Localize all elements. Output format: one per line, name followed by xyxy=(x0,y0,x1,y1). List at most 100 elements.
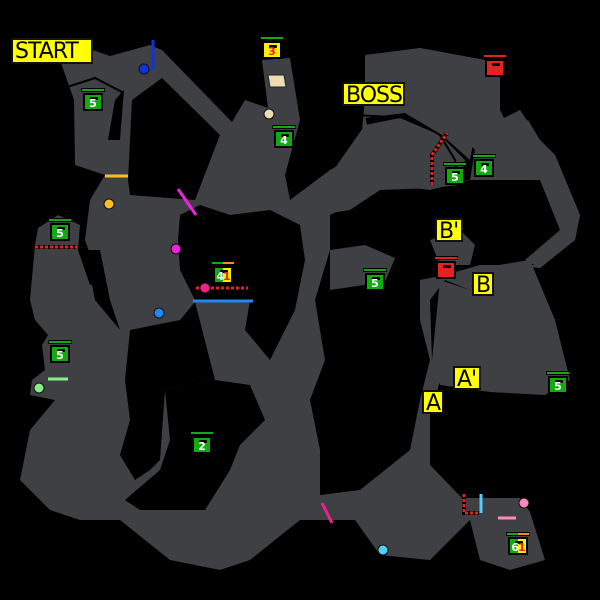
chest-lid xyxy=(434,256,458,260)
chest-lock xyxy=(372,277,380,280)
chest-body: 4 xyxy=(274,130,294,148)
chest-lid xyxy=(272,125,296,129)
chest-body: 41 xyxy=(213,266,233,284)
chest-lid xyxy=(483,54,507,58)
chest-lid xyxy=(260,36,284,40)
orb-pink-switch-icon[interactable] xyxy=(199,282,211,294)
chest-body: 5 xyxy=(445,167,465,185)
orbs xyxy=(33,63,530,556)
chest-lock xyxy=(57,227,65,230)
chest-count: 5 xyxy=(554,380,562,393)
chest-east-4-chest-icon[interactable]: 4 xyxy=(472,154,496,178)
chest-east-5b-chest-icon[interactable]: 5 xyxy=(546,371,570,395)
chest-lock xyxy=(492,63,500,66)
orb-magenta-switch-icon[interactable] xyxy=(170,243,182,255)
orb-yellow-switch-icon[interactable] xyxy=(103,198,115,210)
hazards xyxy=(35,131,479,515)
chest-north-3-chest-icon[interactable]: 3 xyxy=(260,36,284,60)
chest-lock xyxy=(90,97,98,100)
chest-lid xyxy=(443,162,467,166)
chest-west-5a-chest-icon[interactable]: 5 xyxy=(48,218,72,242)
chest-lid xyxy=(48,218,72,222)
label-a-prime: A' xyxy=(453,366,481,391)
orb-lightpink-switch-icon[interactable] xyxy=(518,497,530,509)
chest-count: 4 xyxy=(280,134,288,147)
floor-east-wing xyxy=(500,110,580,268)
orb-cream-switch-icon[interactable] xyxy=(263,108,275,120)
chest-lid xyxy=(190,431,214,435)
chest-lock xyxy=(481,163,489,166)
chest-body xyxy=(485,59,505,77)
chest-body: 5 xyxy=(50,345,70,363)
chest-count: 5 xyxy=(89,97,97,110)
label-boss: BOSS xyxy=(342,82,405,107)
chest-count: 4 xyxy=(480,163,488,176)
chest-count: 41 xyxy=(216,270,230,283)
chest-count: 5 xyxy=(451,171,459,184)
chest-lock xyxy=(443,265,451,268)
chest-count: 5 xyxy=(56,227,64,240)
wall-east-gap xyxy=(430,390,570,495)
chest-lock xyxy=(555,380,563,383)
label-a: A xyxy=(422,390,444,415)
chest-start-5-chest-icon[interactable]: 5 xyxy=(81,88,105,112)
wall-line-start xyxy=(57,76,124,136)
wall-west-gap xyxy=(85,250,120,330)
label-b-prime: B' xyxy=(435,218,463,243)
chest-lock xyxy=(281,134,289,137)
chest-lock xyxy=(515,541,523,544)
chest-count: 3 xyxy=(268,45,276,58)
chest-lid xyxy=(48,340,72,344)
orb-blue-switch-icon[interactable] xyxy=(138,63,150,75)
chest-body: 4 xyxy=(474,159,494,177)
barrier-pink xyxy=(320,502,334,524)
chest-b-red-chest-icon[interactable] xyxy=(434,256,458,280)
floor-boss-lower xyxy=(320,118,465,215)
floor-east-room xyxy=(432,260,570,395)
chest-lid xyxy=(506,532,530,536)
chest-east-5-chest-icon[interactable]: 5 xyxy=(443,162,467,186)
wall-center-hole xyxy=(178,205,305,360)
wall-north-mid xyxy=(128,78,220,200)
wall-line-boss xyxy=(354,114,459,181)
chest-center-41-chest-icon[interactable]: 41 xyxy=(211,261,235,285)
chest-count: 61 xyxy=(511,541,525,554)
hazard-boss-spikes xyxy=(430,132,449,185)
chest-se-61-chest-icon[interactable]: 61 xyxy=(506,532,530,556)
chest-body: 2 xyxy=(192,436,212,454)
chest-body: 5 xyxy=(50,223,70,241)
chest-west-5b-chest-icon[interactable]: 5 xyxy=(48,340,72,364)
chest-body xyxy=(436,261,456,279)
hazard-se-spikes xyxy=(462,494,479,515)
chest-south-2-chest-icon[interactable]: 2 xyxy=(190,431,214,455)
chest-lock xyxy=(199,440,207,443)
chest-lid xyxy=(546,371,570,375)
chest-north-4-chest-icon[interactable]: 4 xyxy=(272,125,296,149)
orb-green-switch-icon[interactable] xyxy=(33,382,45,394)
chest-body: 5 xyxy=(365,273,385,291)
chest-lock xyxy=(269,45,277,48)
chest-lid xyxy=(472,154,496,158)
orb-cyan-switch-icon[interactable] xyxy=(377,544,389,556)
chest-lid xyxy=(363,268,387,272)
chest-boss-red-chest-icon[interactable] xyxy=(483,54,507,78)
chest-lock xyxy=(452,171,460,174)
barriers xyxy=(48,40,516,524)
chest-count: 5 xyxy=(371,277,379,290)
chest-lid xyxy=(81,88,105,92)
chest-body: 5 xyxy=(83,93,103,111)
label-start: START xyxy=(11,38,93,64)
label-b: B xyxy=(472,272,494,297)
chest-body: 61 xyxy=(508,537,528,555)
chest-body: 5 xyxy=(548,376,568,394)
wall-center-column xyxy=(120,302,215,480)
chest-mid-5-chest-icon[interactable]: 5 xyxy=(363,268,387,292)
chest-lock xyxy=(57,349,65,352)
chest-count: 2 xyxy=(198,440,206,453)
chest-body: 3 xyxy=(262,41,282,59)
passages xyxy=(267,74,287,88)
chest-lid xyxy=(211,261,235,265)
floor-boss-room xyxy=(365,48,500,160)
orb-lightblue-switch-icon[interactable] xyxy=(153,307,165,319)
